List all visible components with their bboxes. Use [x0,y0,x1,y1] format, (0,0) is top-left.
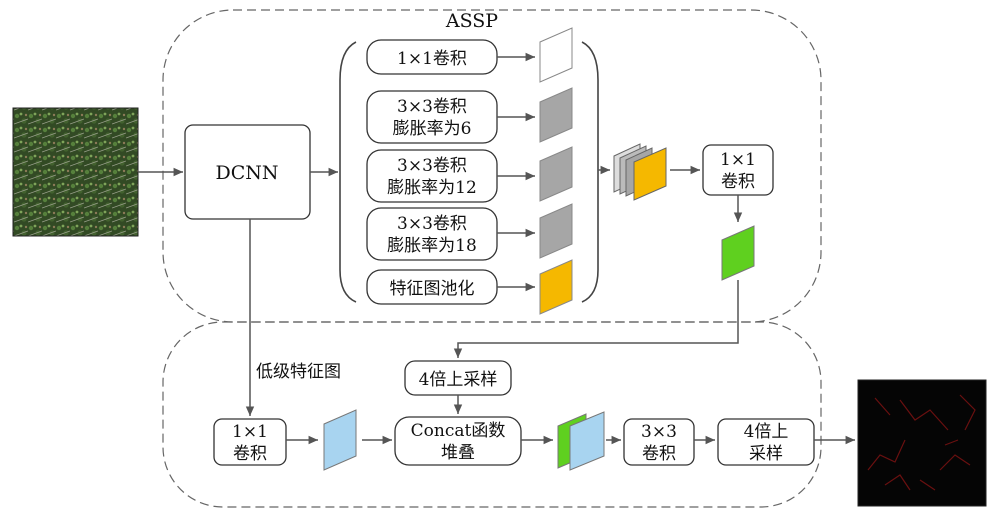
decoder-conv1-box [213,418,287,466]
upsample-final-label-2: 采样 [749,444,783,464]
feature-map-white [539,27,573,83]
low-level-label: 低级特征图 [256,362,341,382]
feature-map-green-top [721,225,755,281]
concat-label-1: Concat函数 [411,421,506,441]
feature-map-gray-3 [539,203,573,259]
decoder-conv1-label-1: 1×1 [232,422,268,442]
aspp-conv-label-2: 卷积 [721,172,755,192]
branch-label-5: 特征图池化 [390,279,475,299]
aspp-conv-label-1: 1×1 [720,150,756,170]
upsample-top-label: 4倍上采样 [419,370,498,390]
decoder-conv3-label-1: 3×3 [641,422,677,442]
decoder-region [162,321,822,508]
concat-box [394,416,522,466]
output-segmentation-image [857,379,987,507]
aspp-feature-stack [613,143,667,201]
feature-map-gray-1 [539,87,573,143]
branch-label-3a: 3×3卷积 [397,156,467,176]
feature-map-blue [323,409,357,471]
concat-label-2: 堆叠 [441,443,475,463]
branch-label-1: 1×1卷积 [397,49,467,69]
upsample-final-label-1: 4倍上 [744,422,789,442]
branch-label-3b: 膨胀率为12 [387,178,477,198]
decoder-conv3-label-2: 卷积 [642,444,676,464]
feature-map-gray-2 [539,146,573,202]
arrow-green-to-upsample [453,280,739,358]
upsample-final-box [717,418,815,466]
decoder-feature-stack [557,411,605,471]
aspp-label: ASSP [445,10,498,32]
dcnn-label: DCNN [215,162,278,184]
aspp-left-brace [339,41,357,303]
aspp-right-brace [581,41,599,303]
branch-box-rate18 [366,207,498,261]
branch-label-2a: 3×3卷积 [397,97,467,117]
decoder-conv1-label-2: 卷积 [233,444,267,464]
branch-label-4a: 3×3卷积 [397,214,467,234]
branch-label-4b: 膨胀率为18 [387,236,477,256]
branch-label-2b: 膨胀率为6 [393,119,472,139]
decoder-conv3-box [623,418,695,466]
feature-map-orange [539,259,573,315]
input-image [12,107,139,237]
